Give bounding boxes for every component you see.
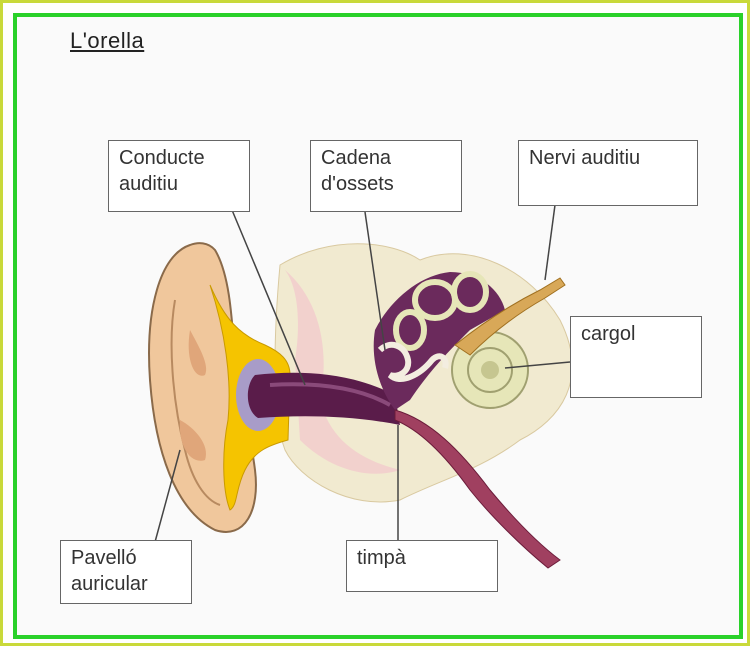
label-nervi-auditiu: Nervi auditiu (518, 140, 698, 206)
label-timpa-line1: timpà (357, 545, 487, 571)
label-cargol: cargol (570, 316, 702, 398)
cochlea-core (481, 361, 499, 379)
label-cadena-line1: Cadena (321, 145, 451, 171)
label-cadena-ossets: Cadena d'ossets (310, 140, 462, 212)
label-conducte-line1: Conducte (119, 145, 239, 171)
label-pavello-auricular: Pavelló auricular (60, 540, 192, 604)
label-nervi-line1: Nervi auditiu (529, 145, 687, 171)
label-pavello-line1: Pavelló (71, 545, 181, 571)
label-cadena-line2: d'ossets (321, 171, 451, 197)
label-pavello-line2: auricular (71, 571, 181, 597)
leader-nervi (545, 205, 555, 280)
label-timpa: timpà (346, 540, 498, 592)
label-conducte-auditiu: Conducte auditiu (108, 140, 250, 212)
label-cargol-line1: cargol (581, 321, 691, 347)
label-conducte-line2: auditiu (119, 171, 239, 197)
